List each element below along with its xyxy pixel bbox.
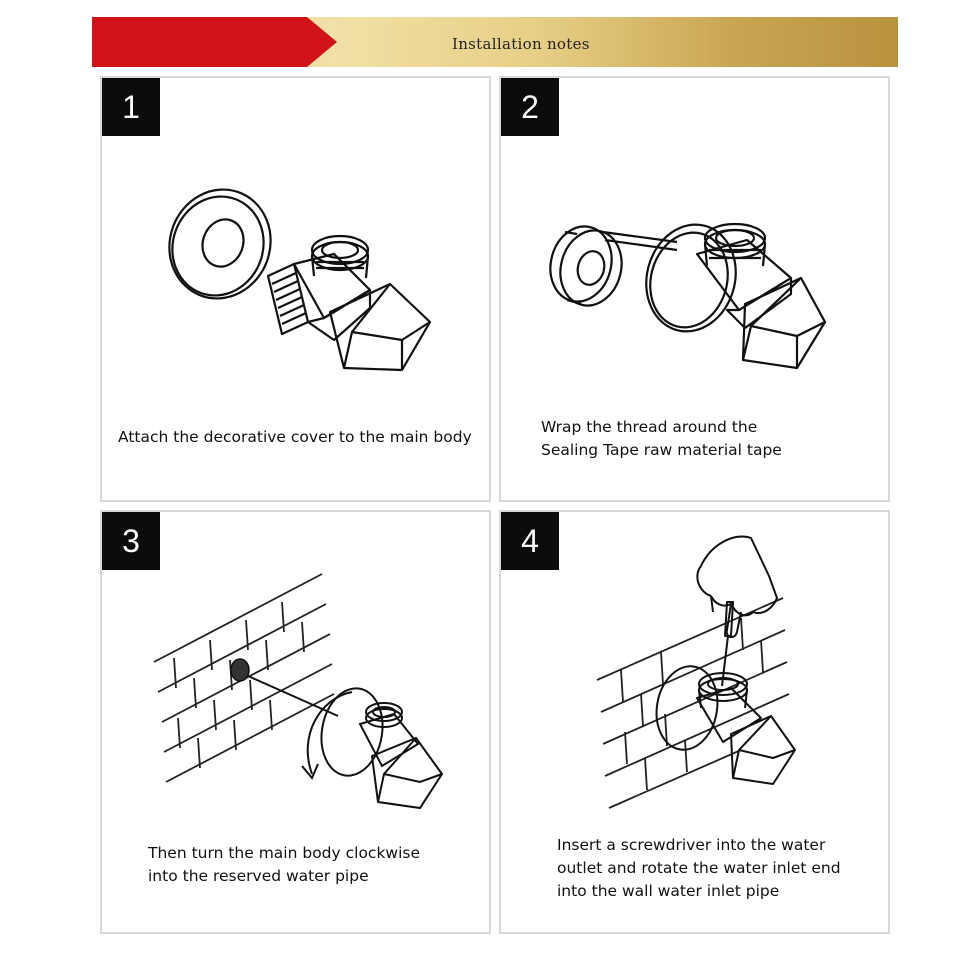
step-caption: Wrap the thread around the Sealing Tape … [541, 418, 782, 459]
step-number-badge: 3 [102, 512, 160, 570]
step-number-badge: 2 [501, 78, 559, 136]
step-number-badge: 4 [501, 512, 559, 570]
step-panel-2: 2 Wrap the thread aroun [499, 76, 890, 502]
step-caption: Then turn the main body clockwise into t… [148, 844, 421, 885]
step-panel-4: 4 [499, 510, 890, 934]
step-caption: Insert a screwdriver into the water outl… [557, 836, 841, 900]
sealing-tape-illustration [549, 222, 827, 370]
valve-cover-illustration [168, 188, 432, 372]
step-panel-3: 3 [100, 510, 491, 934]
step-caption: Attach the decorative cover to the main … [118, 428, 472, 446]
step-number-badge: 1 [102, 78, 160, 136]
banner-red-arrow [92, 17, 337, 67]
step-panel-1: 1 Attach the decorative cover [100, 76, 491, 502]
header-banner: Installation notes [92, 17, 898, 67]
page-title: Installation notes [452, 35, 590, 53]
wall-install-illustration [153, 573, 444, 810]
screwdriver-illustration [596, 535, 796, 809]
